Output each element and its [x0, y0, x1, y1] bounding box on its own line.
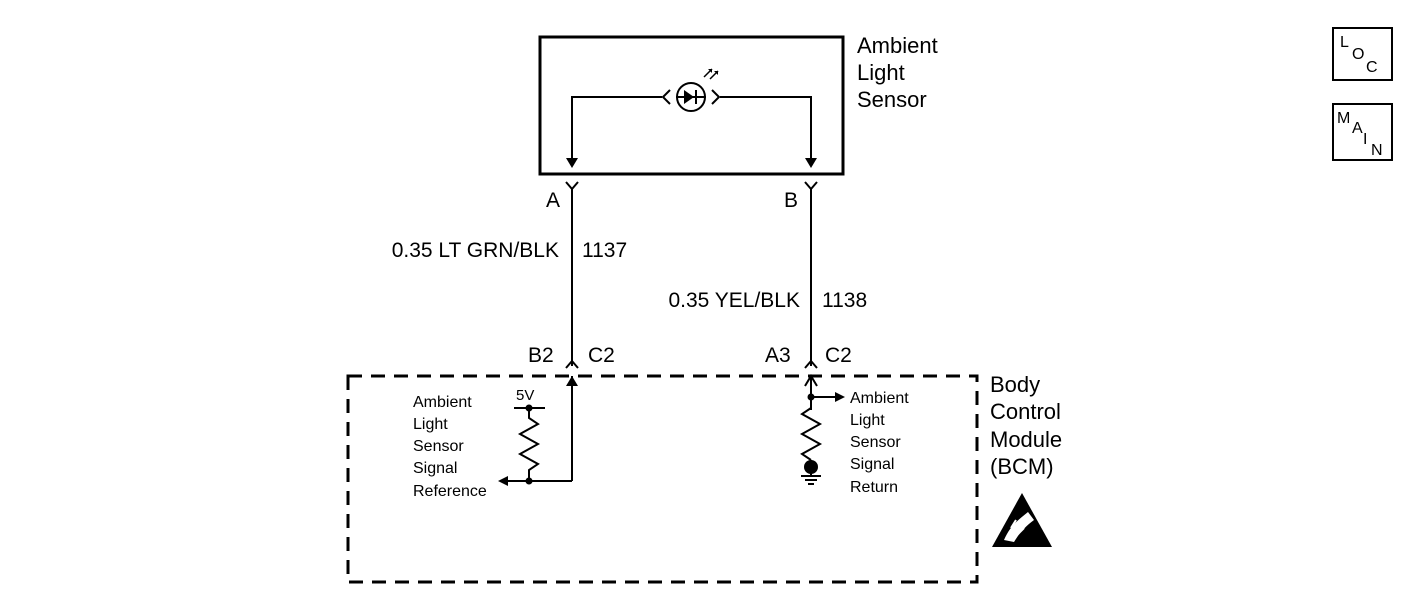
photodiode-icon — [661, 68, 721, 112]
svg-text:I: I — [1363, 131, 1367, 148]
ground-icon — [801, 460, 821, 485]
reference-label: Ambient Light Sensor Signal Reference — [413, 394, 487, 500]
svg-text:N: N — [1371, 142, 1383, 159]
return-circuit — [799, 374, 845, 461]
bcm-outline — [346, 374, 979, 584]
wire-1138-circuit: 1138 — [822, 289, 867, 312]
svg-text:C: C — [1366, 59, 1378, 76]
connector-a3-c2: A3 C2 — [765, 344, 852, 369]
return-label: Ambient Light Sensor Signal Return — [850, 390, 913, 496]
wire-1138-spec: 0.35 YEL/BLK — [668, 289, 800, 312]
main-button[interactable]: M A I N — [1332, 103, 1393, 161]
connector-a-pin: A — [546, 189, 560, 212]
sensor-label: Ambient Light Sensor — [857, 33, 944, 112]
connector-b-pin: B — [784, 189, 798, 212]
a3-conn: C2 — [825, 344, 852, 367]
b2-conn: C2 — [588, 344, 615, 367]
connector-b2-c2: B2 C2 — [528, 344, 615, 369]
svg-text:O: O — [1352, 46, 1364, 63]
esd-warning-icon — [992, 493, 1052, 547]
sensor-internal-wiring — [566, 96, 817, 168]
sensor-housing — [538, 35, 845, 176]
reference-circuit — [498, 376, 578, 486]
svg-text:L: L — [1340, 34, 1349, 51]
connector-a: A — [546, 181, 579, 212]
b2-pin: B2 — [528, 344, 554, 367]
connector-b: B — [784, 181, 818, 212]
bcm-label: Body Control Module (BCM) — [990, 372, 1068, 479]
loc-button[interactable]: L O C — [1332, 27, 1393, 81]
a3-pin: A3 — [765, 344, 791, 367]
wire-1137-circuit: 1137 — [582, 239, 627, 262]
wire-1137-spec: 0.35 LT GRN/BLK — [392, 239, 559, 262]
reference-voltage: 5V — [516, 387, 534, 404]
svg-text:A: A — [1352, 120, 1363, 137]
svg-text:M: M — [1337, 110, 1350, 127]
